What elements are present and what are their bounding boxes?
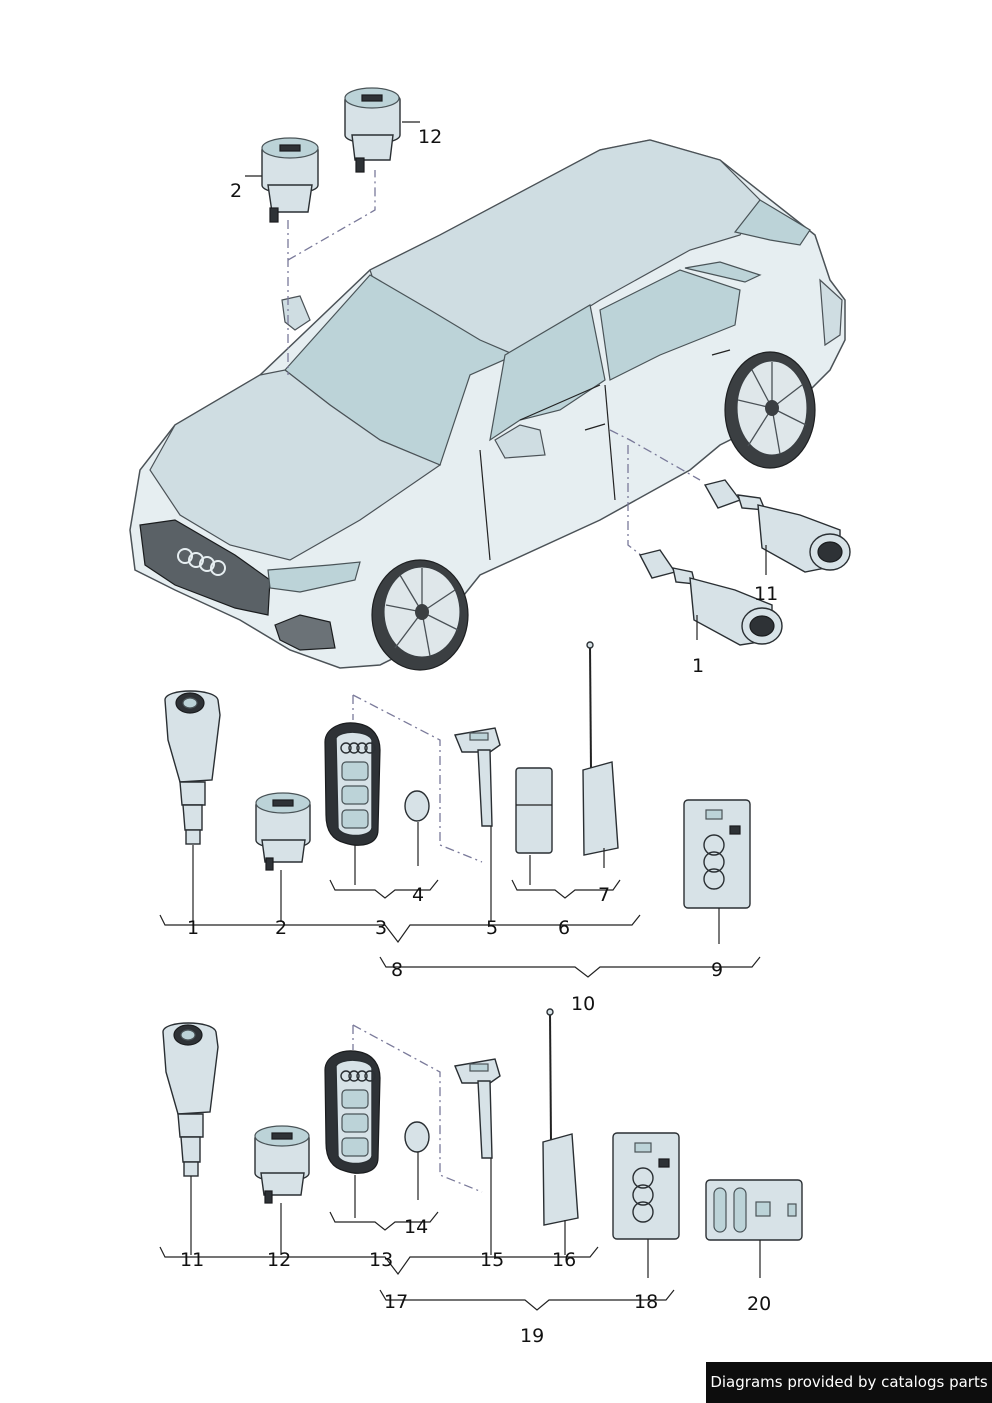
credit-banner: Diagrams provided by catalogs parts xyxy=(706,1362,992,1403)
label-set1-4: 4 xyxy=(412,884,424,906)
set1-parts xyxy=(164,641,751,909)
label-set2-20: 20 xyxy=(747,1293,771,1315)
lock-cylinder-12 xyxy=(254,1125,310,1204)
label-set1-10: 10 xyxy=(571,993,595,1015)
key-fob-3 xyxy=(324,722,381,846)
door-lock-cylinder-11-car xyxy=(703,479,851,573)
antenna-tag-16 xyxy=(542,1008,579,1226)
set2-parts xyxy=(162,1008,803,1241)
ignition-lock-1 xyxy=(164,690,221,845)
emergency-key-15 xyxy=(454,1058,501,1159)
set1-leaders xyxy=(159,822,761,978)
audi-rings-logo xyxy=(177,548,226,576)
label-car-12: 12 xyxy=(418,126,442,148)
lock-cylinder-12-top xyxy=(344,87,401,173)
lock-cylinder-2 xyxy=(255,792,311,871)
lock-cylinder-2-top xyxy=(261,137,319,223)
rear-wheel xyxy=(724,351,816,469)
label-car-11: 11 xyxy=(754,583,778,605)
label-set1-7: 7 xyxy=(598,884,610,906)
label-set1-9: 9 xyxy=(711,959,723,981)
label-set2-15: 15 xyxy=(480,1249,504,1271)
key-card-9 xyxy=(683,799,751,909)
label-set2-11: 11 xyxy=(180,1249,204,1271)
battery-4 xyxy=(404,790,430,822)
label-car-1: 1 xyxy=(692,655,704,677)
label-set1-1: 1 xyxy=(187,917,199,939)
label-set2-19: 19 xyxy=(520,1325,544,1347)
antenna-tag-7 xyxy=(582,641,619,856)
label-set2-14: 14 xyxy=(404,1216,428,1238)
battery-14 xyxy=(404,1121,430,1153)
key-card-18 xyxy=(612,1132,680,1240)
label-set2-16: 16 xyxy=(552,1249,576,1271)
label-set2-18: 18 xyxy=(634,1291,658,1313)
set2-leaders xyxy=(159,1152,761,1311)
label-set2-12: 12 xyxy=(267,1249,291,1271)
door-lock-cylinder-1-car xyxy=(638,549,783,646)
label-set2-13: 13 xyxy=(369,1249,393,1271)
key-card-20 xyxy=(705,1179,803,1241)
transponder-6 xyxy=(515,767,553,854)
car-illustration xyxy=(129,139,846,671)
label-set2-17: 17 xyxy=(384,1291,408,1313)
label-set1-2: 2 xyxy=(275,917,287,939)
front-wheel xyxy=(371,559,469,671)
emergency-key-5 xyxy=(454,727,501,827)
label-set1-6: 6 xyxy=(558,917,570,939)
key-fob-13 xyxy=(324,1050,381,1174)
label-car-2: 2 xyxy=(230,180,242,202)
ignition-lock-11 xyxy=(162,1022,219,1177)
label-set1-8: 8 xyxy=(391,959,403,981)
label-set1-3: 3 xyxy=(375,917,387,939)
label-set1-5: 5 xyxy=(486,917,498,939)
